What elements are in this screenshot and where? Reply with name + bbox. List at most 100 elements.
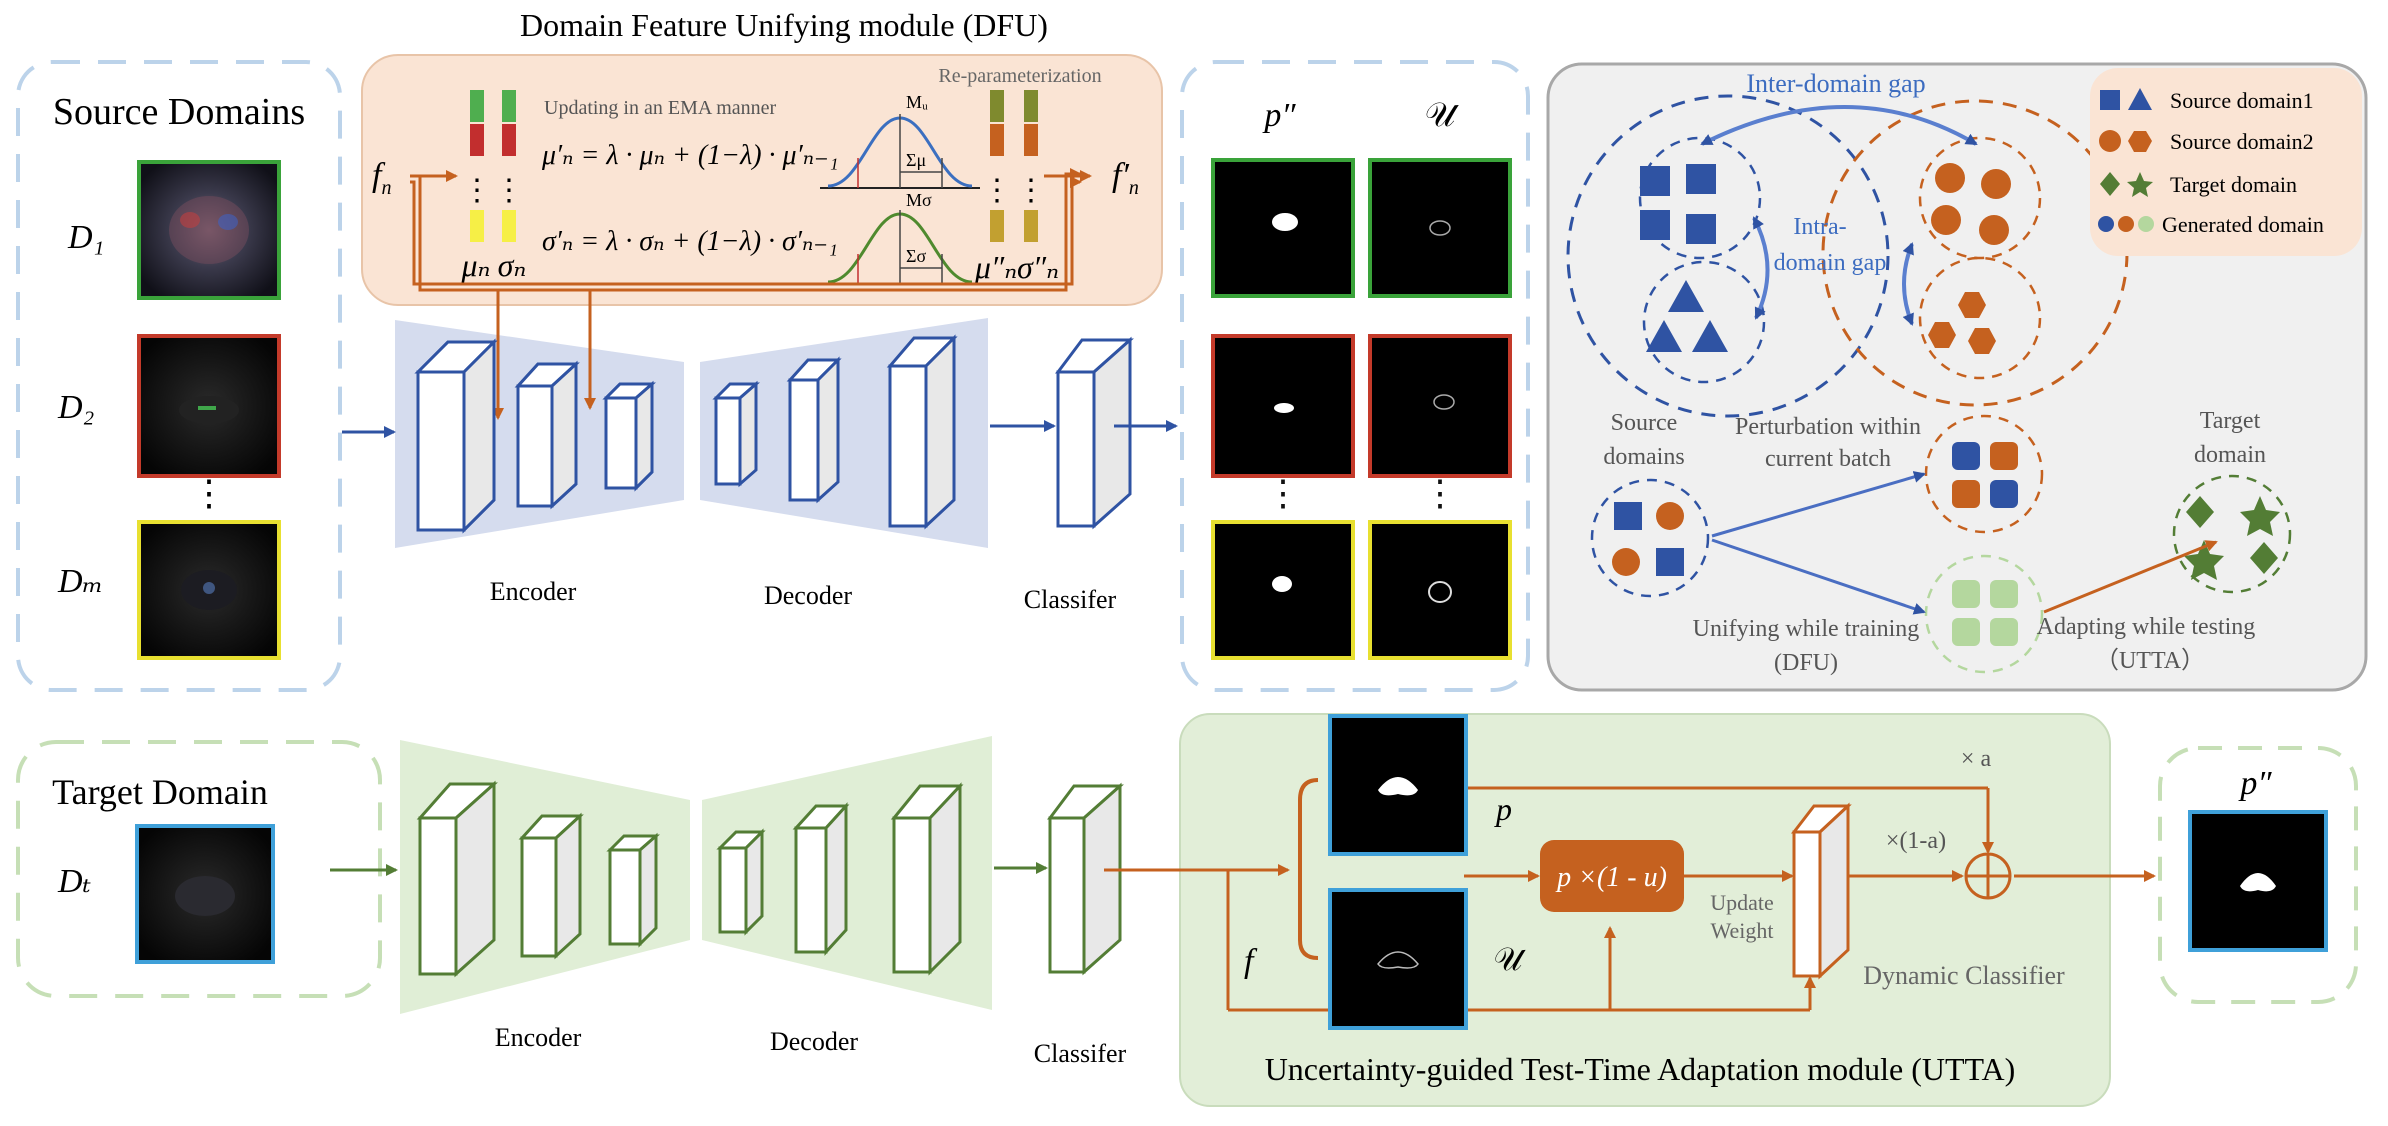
sigma-n-label: σₙ — [498, 247, 527, 283]
source-domain1-squares — [1640, 164, 1716, 244]
perturbation-label-1: Perturbation within — [1735, 414, 1921, 440]
dynamic-classifier-block — [1790, 802, 1852, 980]
d2-label: D₂ — [57, 389, 94, 426]
d1-label: D₁ — [67, 219, 104, 256]
bottom-decoder-label: Decoder — [770, 1027, 858, 1056]
intra-gap-label-1: Intra- — [1793, 214, 1846, 240]
arrow-perturb — [1711, 471, 1926, 538]
top-encoder-label: Encoder — [490, 577, 577, 606]
legend-item-source1: Source domain1 — [2100, 88, 2314, 113]
bottom-encoder-blocks — [416, 780, 660, 978]
perturbation-label-2: current batch — [1765, 446, 1891, 472]
output-masks: ⋮ ⋮ — [1211, 158, 1512, 660]
source-vdots: ⋮ — [191, 473, 227, 513]
dfu-flow-arrows — [410, 168, 1092, 420]
svg-text:⋮: ⋮ — [982, 174, 1012, 207]
dfu-title: Domain Feature Unifying module (DFU) — [520, 7, 1048, 43]
generated-domain-cluster — [1924, 554, 2044, 674]
mu-pp-color-bars: ⋮ ⋮ — [982, 90, 1046, 242]
mu-pp-label: μ″ₙ — [974, 249, 1017, 285]
target-domain-label-2: domain — [2194, 442, 2266, 468]
sigma-pp-label: σ″ₙ — [1017, 249, 1059, 285]
times-one-minus-a-label: ×(1-a) — [1886, 828, 1946, 854]
source-domain2-hexagons — [1928, 292, 1996, 354]
legend-box — [2090, 68, 2362, 256]
bottom-classifier-block — [1047, 782, 1124, 976]
mu-update-equation: μ′ₙ = λ · μₙ + (1−λ) · μ′ₙ₋₁ — [541, 140, 839, 171]
arrow-adapt — [2043, 540, 2218, 614]
top-classifier-block — [1055, 336, 1134, 530]
target-domain-cluster — [2172, 474, 2292, 594]
svg-text:⋮: ⋮ — [494, 174, 524, 207]
sigma-update-equation: σ′ₙ = λ · σₙ + (1−λ) · σ′ₙ₋₁ — [542, 226, 838, 257]
source-domains-label-2: domains — [1603, 444, 1684, 470]
adapting-label-1: Adapting while testing — [2037, 614, 2256, 640]
final-p-pp-label: p″ — [2238, 765, 2272, 802]
utta-flow-lines — [1104, 786, 2156, 1012]
times-a-label: × a — [1961, 746, 1992, 772]
arrow-unify — [1711, 538, 1926, 615]
mu-gaussian-curve — [820, 114, 980, 189]
svg-text:Source domain2: Source domain2 — [2170, 129, 2314, 154]
svg-text:⋮: ⋮ — [1265, 473, 1301, 513]
update-weight-label-2: Weight — [1711, 918, 1774, 943]
bottom-classifier-label: Classifer — [1034, 1039, 1127, 1068]
top-decoder-blocks — [712, 334, 958, 530]
utta-u-label: 𝒰 — [1494, 941, 1527, 977]
mu-n-color-bars: ⋮ ⋮ — [462, 90, 524, 242]
m-sigma-label: Mσ — [906, 190, 932, 210]
mu-n-label: μₙ — [460, 247, 490, 283]
top-classifier-label: Classifer — [1024, 585, 1117, 614]
uncertainty-weighting-label: p ×(1 - u) — [1555, 862, 1667, 893]
mixed-source-cluster — [1590, 478, 1710, 598]
target-domain-title: Target Domain — [52, 772, 268, 812]
svg-text:⋮: ⋮ — [1422, 473, 1458, 513]
ema-note: Updating in an EMA manner — [544, 97, 777, 119]
target-domain-label-1: Target — [2200, 408, 2261, 434]
utta-u-mask — [1328, 888, 1468, 1030]
unifying-label-2: (DFU) — [1774, 650, 1838, 676]
utta-brace — [1298, 778, 1319, 960]
intra-domain-gap-arrow-right — [1902, 242, 1914, 326]
inter-domain-gap-label: Inter-domain gap — [1746, 69, 1925, 98]
u-label: 𝒰 — [1425, 97, 1460, 134]
final-output-frame — [2158, 746, 2358, 1004]
legend-item-generated: Generated domain — [2098, 212, 2324, 237]
intra-gap-label-2: domain gap — [1774, 250, 1887, 276]
outputs-frame — [1180, 60, 1530, 692]
source-domains-title: Source Domains — [53, 91, 305, 133]
utta-p-label: p — [1494, 791, 1512, 827]
bottom-encoder-label: Encoder — [495, 1023, 582, 1052]
sum-operator-icon — [1964, 852, 2012, 900]
adapting-label-2: （UTTA） — [2095, 648, 2205, 674]
utta-title: Uncertainty-guided Test-Time Adaptation … — [1265, 1051, 2016, 1087]
update-weight-label-1: Update — [1710, 890, 1774, 915]
bottom-decoder-blocks — [716, 782, 964, 976]
svg-text:⋮: ⋮ — [462, 174, 492, 207]
unifying-label-1: Unifying while training — [1693, 616, 1920, 642]
svg-text:Target domain: Target domain — [2170, 172, 2297, 197]
top-decoder-label: Decoder — [764, 581, 852, 610]
dynamic-classifier-label: Dynamic Classifier — [1863, 961, 2065, 990]
p-pp-label: p″ — [1262, 97, 1296, 134]
inter-domain-gap-arrow — [1700, 105, 1978, 146]
source-domains-label-1: Source — [1611, 410, 1678, 436]
legend-item-target: Target domain — [2100, 172, 2297, 197]
source-domain2-circles — [1931, 163, 2011, 245]
top-encoder-blocks — [414, 338, 656, 534]
source-domain-cluster-blue — [1566, 94, 1890, 418]
sigma-sigma-label: Σσ — [906, 246, 926, 266]
dm-label: Dₘ — [57, 563, 103, 600]
reparam-note: Re-parameterization — [938, 65, 1101, 87]
legend-item-source2: Source domain2 — [2099, 129, 2314, 154]
intra-domain-gap-arrow-left — [1752, 216, 1770, 320]
source-domain1-triangles — [1646, 280, 1728, 352]
svg-text:⋮: ⋮ — [1016, 174, 1046, 207]
m-mu-label: Mᵤ — [906, 92, 928, 112]
dfu-module-box — [361, 54, 1163, 306]
svg-text:Generated domain: Generated domain — [2162, 212, 2324, 237]
dt-label: Dₜ — [57, 863, 92, 900]
uncertainty-weighting-box — [1540, 840, 1684, 912]
perturbed-batch-cluster — [1924, 414, 2044, 534]
